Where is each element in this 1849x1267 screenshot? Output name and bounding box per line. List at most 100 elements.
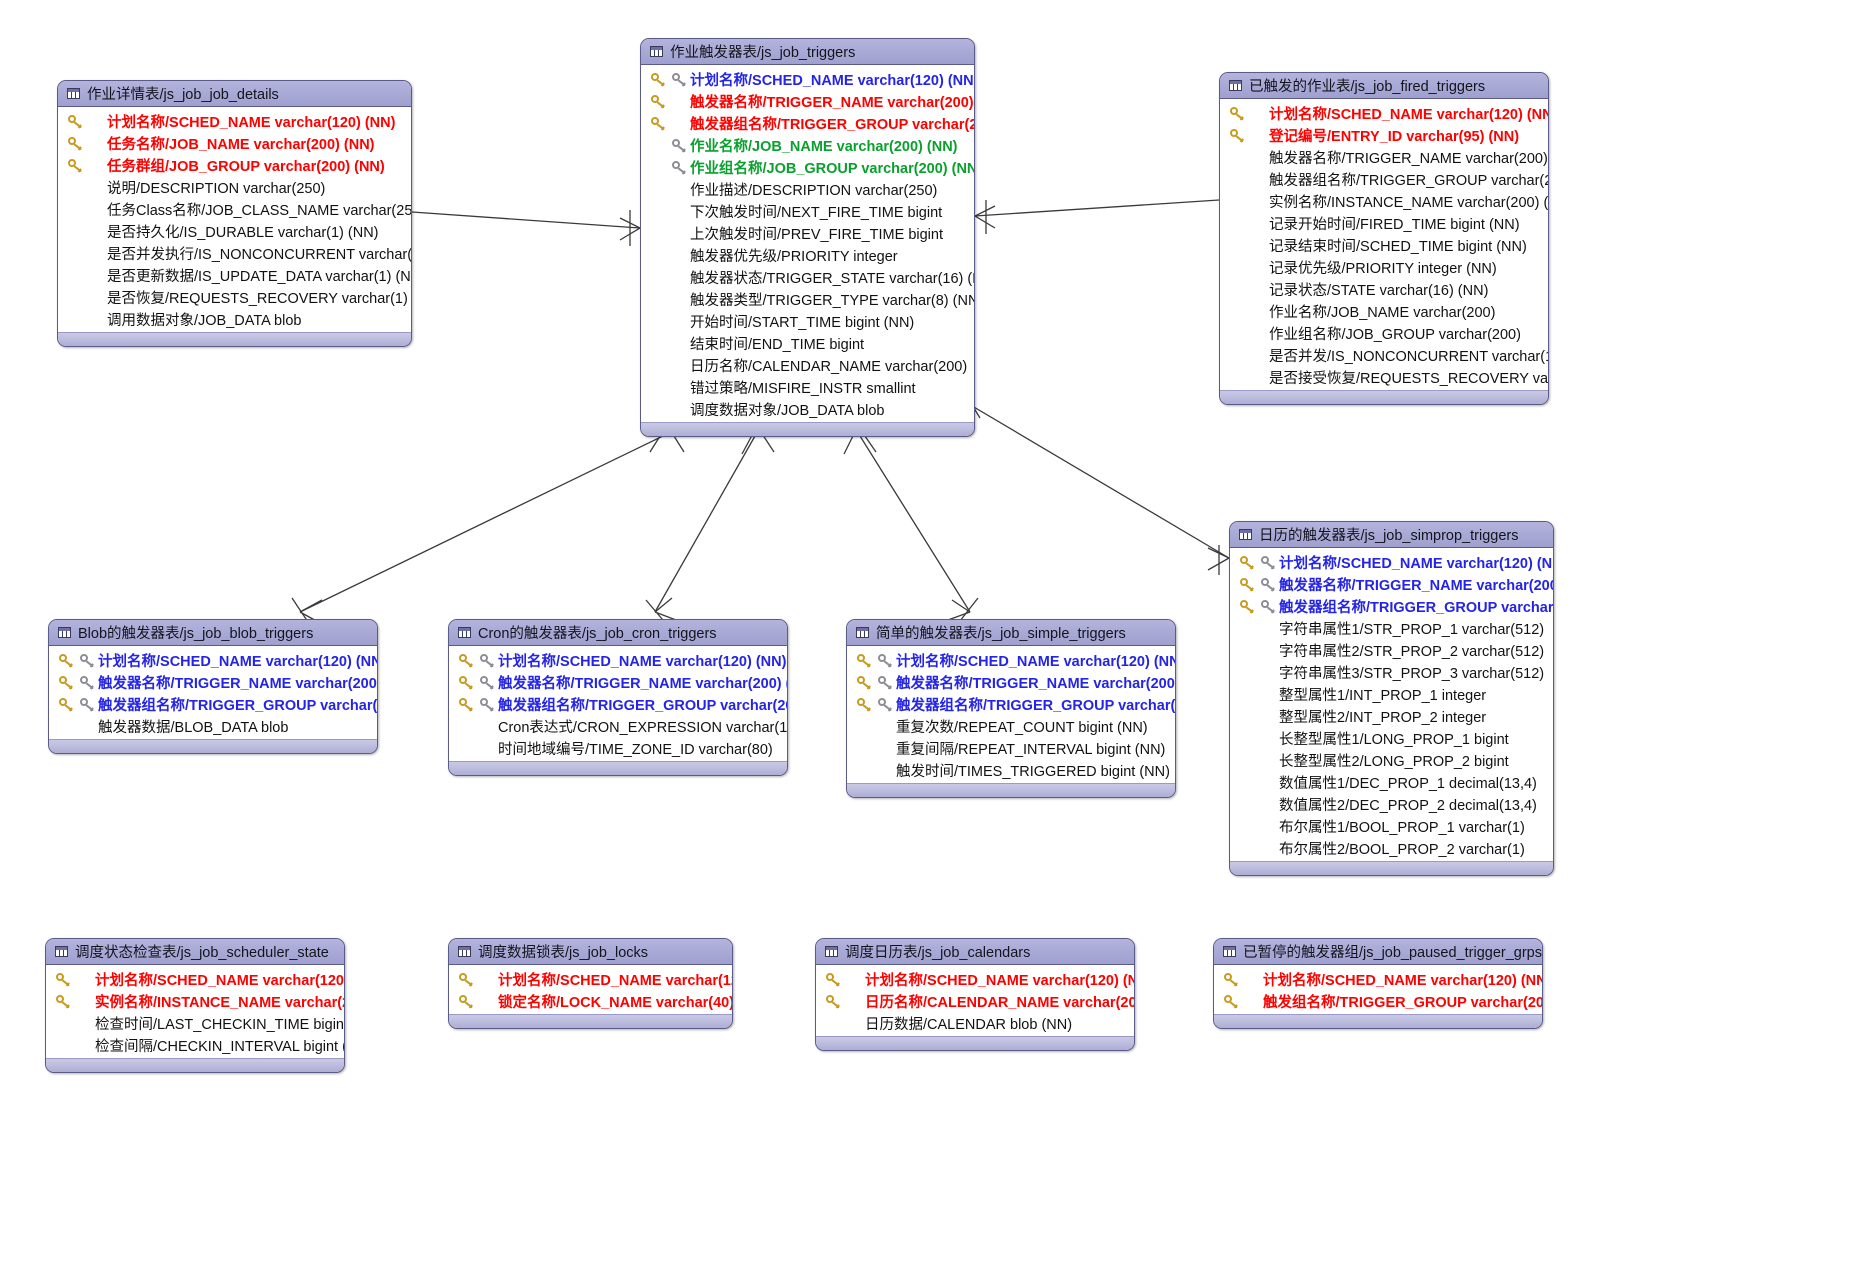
entity-header-job_triggers[interactable]: 作业触发器表/js_job_triggers xyxy=(641,39,974,65)
attribute-row[interactable]: 触发器组名称/TRIGGER_GROUP varchar(200) (NN) xyxy=(1220,168,1548,190)
attribute-row[interactable]: 字符串属性1/STR_PROP_1 varchar(512) xyxy=(1230,617,1553,639)
attribute-row[interactable]: 布尔属性2/BOOL_PROP_2 varchar(1) xyxy=(1230,837,1553,859)
entity-header-simple_triggers[interactable]: 简单的触发器表/js_job_simple_triggers xyxy=(847,620,1175,646)
attribute-row[interactable]: 触发器状态/TRIGGER_STATE varchar(16) (NN) xyxy=(641,266,974,288)
attribute-row[interactable]: 实例名称/INSTANCE_NAME varchar(200) (NN) xyxy=(46,990,344,1012)
attribute-row[interactable]: 计划名称/SCHED_NAME varchar(120) (NN) xyxy=(49,649,377,671)
attribute-row[interactable]: 结束时间/END_TIME bigint xyxy=(641,332,974,354)
attribute-row[interactable]: 布尔属性1/BOOL_PROP_1 varchar(1) xyxy=(1230,815,1553,837)
entity-simple_triggers[interactable]: 简单的触发器表/js_job_simple_triggers 计划名称/SCHED… xyxy=(846,619,1176,798)
entity-job_triggers[interactable]: 作业触发器表/js_job_triggers 计划名称/SCHED_NAME va… xyxy=(640,38,975,437)
attribute-row[interactable]: 字符串属性2/STR_PROP_2 varchar(512) xyxy=(1230,639,1553,661)
attribute-row[interactable]: 整型属性2/INT_PROP_2 integer xyxy=(1230,705,1553,727)
attribute-row[interactable]: 说明/DESCRIPTION varchar(250) xyxy=(58,176,411,198)
attribute-row[interactable]: 计划名称/SCHED_NAME varchar(120) (NN) xyxy=(1220,102,1548,124)
attribute-row[interactable]: 整型属性1/INT_PROP_1 integer xyxy=(1230,683,1553,705)
attribute-row[interactable]: 触发时间/TIMES_TRIGGERED bigint (NN) xyxy=(847,759,1175,781)
entity-scheduler_state[interactable]: 调度状态检查表/js_job_scheduler_state 计划名称/SCHED… xyxy=(45,938,345,1073)
entity-locks[interactable]: 调度数据锁表/js_job_locks 计划名称/SCHED_NAME varch… xyxy=(448,938,733,1029)
attribute-row[interactable]: 调用数据对象/JOB_DATA blob xyxy=(58,308,411,330)
entity-paused_trigger_grps[interactable]: 已暂停的触发器组/js_job_paused_trigger_grps 计划名称/… xyxy=(1213,938,1543,1029)
attribute-row[interactable]: 记录结束时间/SCHED_TIME bigint (NN) xyxy=(1220,234,1548,256)
attribute-row[interactable]: 触发器名称/TRIGGER_NAME varchar(200) (NN) xyxy=(1230,573,1553,595)
attribute-row[interactable]: 任务名称/JOB_NAME varchar(200) (NN) xyxy=(58,132,411,154)
entity-header-locks[interactable]: 调度数据锁表/js_job_locks xyxy=(449,939,732,965)
attribute-row[interactable]: 触发器名称/TRIGGER_NAME varchar(200) (NN) xyxy=(1220,146,1548,168)
attribute-row[interactable]: 作业组名称/JOB_GROUP varchar(200) xyxy=(1220,322,1548,344)
attribute-row[interactable]: 触发器组名称/TRIGGER_GROUP varchar(200) (NN) xyxy=(641,112,974,134)
attribute-row[interactable]: 重复间隔/REPEAT_INTERVAL bigint (NN) xyxy=(847,737,1175,759)
attribute-row[interactable]: 日历名称/CALENDAR_NAME varchar(200) xyxy=(641,354,974,376)
attribute-row[interactable]: 触发器组名称/TRIGGER_GROUP varchar(200) (NN) xyxy=(1230,595,1553,617)
entity-job_details[interactable]: 作业详情表/js_job_job_details 计划名称/SCHED_NAME … xyxy=(57,80,412,347)
attribute-row[interactable]: 错过策略/MISFIRE_INSTR smallint xyxy=(641,376,974,398)
attribute-row[interactable]: 下次触发时间/NEXT_FIRE_TIME bigint xyxy=(641,200,974,222)
attribute-row[interactable]: 记录优先级/PRIORITY integer (NN) xyxy=(1220,256,1548,278)
attribute-row[interactable]: 检查间隔/CHECKIN_INTERVAL bigint (NN) xyxy=(46,1034,344,1056)
attribute-row[interactable]: 触发器组名称/TRIGGER_GROUP varchar(200) (NN) xyxy=(49,693,377,715)
entity-simprop_triggers[interactable]: 日历的触发器表/js_job_simprop_triggers 计划名称/SCHE… xyxy=(1229,521,1554,876)
attribute-row[interactable]: 调度数据对象/JOB_DATA blob xyxy=(641,398,974,420)
attribute-row[interactable]: 数值属性1/DEC_PROP_1 decimal(13,4) xyxy=(1230,771,1553,793)
attribute-row[interactable]: 记录状态/STATE varchar(16) (NN) xyxy=(1220,278,1548,300)
attribute-row[interactable]: 是否恢复/REQUESTS_RECOVERY varchar(1) (NN) xyxy=(58,286,411,308)
attribute-row[interactable]: 计划名称/SCHED_NAME varchar(120) (NN) xyxy=(847,649,1175,671)
attribute-row[interactable]: 上次触发时间/PREV_FIRE_TIME bigint xyxy=(641,222,974,244)
attribute-row[interactable]: 实例名称/INSTANCE_NAME varchar(200) (NN) xyxy=(1220,190,1548,212)
entity-header-blob_triggers[interactable]: Blob的触发器表/js_job_blob_triggers xyxy=(49,620,377,646)
entity-header-calendars[interactable]: 调度日历表/js_job_calendars xyxy=(816,939,1134,965)
attribute-row[interactable]: 是否接受恢复/REQUESTS_RECOVERY varchar(1) xyxy=(1220,366,1548,388)
entity-header-cron_triggers[interactable]: Cron的触发器表/js_job_cron_triggers xyxy=(449,620,787,646)
attribute-row[interactable]: 计划名称/SCHED_NAME varchar(120) (NN) xyxy=(1214,968,1542,990)
attribute-row[interactable]: 是否持久化/IS_DURABLE varchar(1) (NN) xyxy=(58,220,411,242)
attribute-row[interactable]: 触发器优先级/PRIORITY integer xyxy=(641,244,974,266)
attribute-row[interactable]: 触发器组名称/TRIGGER_GROUP varchar(200) (NN) xyxy=(847,693,1175,715)
attribute-row[interactable]: 作业名称/JOB_NAME varchar(200) (NN) xyxy=(641,134,974,156)
entity-header-scheduler_state[interactable]: 调度状态检查表/js_job_scheduler_state xyxy=(46,939,344,965)
entity-cron_triggers[interactable]: Cron的触发器表/js_job_cron_triggers 计划名称/SCHED… xyxy=(448,619,788,776)
attribute-row[interactable]: 计划名称/SCHED_NAME varchar(120) (NN) xyxy=(1230,551,1553,573)
attribute-row[interactable]: 作业描述/DESCRIPTION varchar(250) xyxy=(641,178,974,200)
attribute-row[interactable]: 是否并发执行/IS_NONCONCURRENT varchar(1) (NN) xyxy=(58,242,411,264)
attribute-row[interactable]: 触发器名称/TRIGGER_NAME varchar(200) (NN) xyxy=(847,671,1175,693)
attribute-row[interactable]: Cron表达式/CRON_EXPRESSION varchar(120) (NN… xyxy=(449,715,787,737)
attribute-row[interactable]: 作业组名称/JOB_GROUP varchar(200) (NN) xyxy=(641,156,974,178)
entity-blob_triggers[interactable]: Blob的触发器表/js_job_blob_triggers 计划名称/SCHED… xyxy=(48,619,378,754)
attribute-row[interactable]: 触发器数据/BLOB_DATA blob xyxy=(49,715,377,737)
attribute-row[interactable]: 字符串属性3/STR_PROP_3 varchar(512) xyxy=(1230,661,1553,683)
attribute-row[interactable]: 计划名称/SCHED_NAME varchar(120) (NN) xyxy=(58,110,411,132)
attribute-row[interactable]: 记录开始时间/FIRED_TIME bigint (NN) xyxy=(1220,212,1548,234)
attribute-row[interactable]: 触发器名称/TRIGGER_NAME varchar(200) (NN) xyxy=(641,90,974,112)
attribute-row[interactable]: 时间地域编号/TIME_ZONE_ID varchar(80) xyxy=(449,737,787,759)
attribute-row[interactable]: 是否更新数据/IS_UPDATE_DATA varchar(1) (NN) xyxy=(58,264,411,286)
attribute-row[interactable]: 检查时间/LAST_CHECKIN_TIME bigint (NN) xyxy=(46,1012,344,1034)
attribute-row[interactable]: 长整型属性1/LONG_PROP_1 bigint xyxy=(1230,727,1553,749)
attribute-row[interactable]: 计划名称/SCHED_NAME varchar(120) (NN) xyxy=(449,649,787,671)
attribute-row[interactable]: 触发器名称/TRIGGER_NAME varchar(200) (NN) xyxy=(49,671,377,693)
attribute-row[interactable]: 数值属性2/DEC_PROP_2 decimal(13,4) xyxy=(1230,793,1553,815)
attribute-row[interactable]: 计划名称/SCHED_NAME varchar(120) (NN) xyxy=(816,968,1134,990)
entity-calendars[interactable]: 调度日历表/js_job_calendars 计划名称/SCHED_NAME va… xyxy=(815,938,1135,1051)
attribute-row[interactable]: 任务群组/JOB_GROUP varchar(200) (NN) xyxy=(58,154,411,176)
attribute-row[interactable]: 作业名称/JOB_NAME varchar(200) xyxy=(1220,300,1548,322)
attribute-row[interactable]: 长整型属性2/LONG_PROP_2 bigint xyxy=(1230,749,1553,771)
entity-header-job_details[interactable]: 作业详情表/js_job_job_details xyxy=(58,81,411,107)
attribute-row[interactable]: 计划名称/SCHED_NAME varchar(120) (NN) xyxy=(641,68,974,90)
attribute-row[interactable]: 开始时间/START_TIME bigint (NN) xyxy=(641,310,974,332)
entity-header-simprop_triggers[interactable]: 日历的触发器表/js_job_simprop_triggers xyxy=(1230,522,1553,548)
attribute-row[interactable]: 触发器组名称/TRIGGER_GROUP varchar(200) (NN) xyxy=(449,693,787,715)
attribute-row[interactable]: 是否并发/IS_NONCONCURRENT varchar(1) xyxy=(1220,344,1548,366)
attribute-row[interactable]: 锁定名称/LOCK_NAME varchar(40) (NN) xyxy=(449,990,732,1012)
entity-fired_triggers[interactable]: 已触发的作业表/js_job_fired_triggers 计划名称/SCHED_… xyxy=(1219,72,1549,405)
attribute-row[interactable]: 日历数据/CALENDAR blob (NN) xyxy=(816,1012,1134,1034)
entity-header-fired_triggers[interactable]: 已触发的作业表/js_job_fired_triggers xyxy=(1220,73,1548,99)
attribute-row[interactable]: 重复次数/REPEAT_COUNT bigint (NN) xyxy=(847,715,1175,737)
attribute-row[interactable]: 计划名称/SCHED_NAME varchar(120) (NN) xyxy=(46,968,344,990)
entity-header-paused_trigger_grps[interactable]: 已暂停的触发器组/js_job_paused_trigger_grps xyxy=(1214,939,1542,965)
attribute-row[interactable]: 计划名称/SCHED_NAME varchar(120) (NN) xyxy=(449,968,732,990)
attribute-row[interactable]: 触发组名称/TRIGGER_GROUP varchar(200) (NN) xyxy=(1214,990,1542,1012)
attribute-row[interactable]: 触发器类型/TRIGGER_TYPE varchar(8) (NN) xyxy=(641,288,974,310)
attribute-row[interactable]: 登记编号/ENTRY_ID varchar(95) (NN) xyxy=(1220,124,1548,146)
attribute-row[interactable]: 任务Class名称/JOB_CLASS_NAME varchar(250) (N… xyxy=(58,198,411,220)
attribute-row[interactable]: 触发器名称/TRIGGER_NAME varchar(200) (NN) xyxy=(449,671,787,693)
